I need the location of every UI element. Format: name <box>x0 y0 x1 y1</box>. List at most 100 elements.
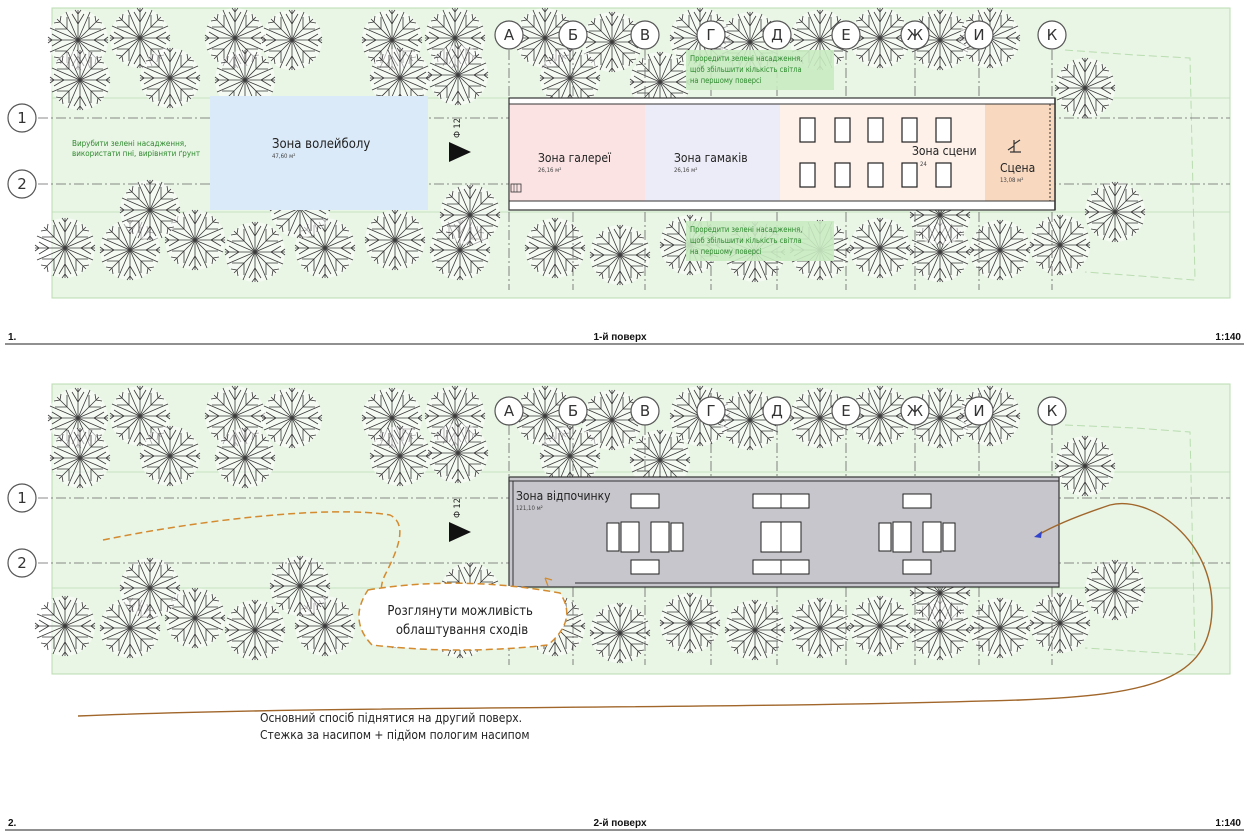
plan1-number: 1. <box>8 332 17 343</box>
seat <box>901 117 918 143</box>
tree-icon <box>589 602 651 664</box>
tree-icon <box>49 427 111 489</box>
tree-icon <box>49 49 111 111</box>
dimension-label: Ф 12 <box>453 498 463 518</box>
seat <box>834 117 851 143</box>
axis-label: Д <box>771 402 783 420</box>
entrance-arrow-icon <box>449 522 471 542</box>
seat <box>799 117 816 143</box>
callout-stairs: Розглянути можливість облаштування сході… <box>358 577 568 651</box>
axis-marker <box>831 20 861 50</box>
axis-label: В <box>640 26 650 44</box>
axis-marker <box>900 396 930 426</box>
plan2-number: 2. <box>8 818 17 829</box>
tree-icon <box>214 427 276 489</box>
tree-icon <box>34 595 96 657</box>
tree-icon <box>427 44 489 106</box>
furniture-piece <box>650 521 670 553</box>
note-clear-trees: Вирубити зелені насадження, використати … <box>72 138 200 158</box>
axis-marker <box>494 20 524 50</box>
axis-marker <box>558 20 588 50</box>
tree-icon <box>1029 592 1091 654</box>
furniture-piece <box>630 559 660 575</box>
tree-icon <box>269 555 331 617</box>
axis-label: Б <box>568 26 578 44</box>
tree-icon <box>1054 57 1116 119</box>
axis-label: Ж <box>907 26 923 44</box>
axis-marker <box>900 20 930 50</box>
zone-gallery-name: Зона галереї <box>538 151 612 165</box>
axis-marker <box>696 20 726 50</box>
axis-label: Ж <box>907 402 923 420</box>
furniture-piece <box>780 493 810 509</box>
zone-stage-area-area: 24 <box>920 161 927 168</box>
tree-icon <box>1054 435 1116 497</box>
zone-stage-area-name: Зона сцени <box>912 144 977 158</box>
zone-rest-area: 121,10 м² <box>516 505 543 512</box>
furniture-piece <box>942 522 956 552</box>
tree-icon <box>364 209 426 271</box>
note-thin-trees-top: Проредити зелені насадження, щоб збільши… <box>686 50 834 90</box>
seat <box>867 117 884 143</box>
furniture-piece <box>630 493 660 509</box>
axis-marker <box>831 396 861 426</box>
axis-label: И <box>973 26 984 44</box>
tree-icon <box>1084 181 1146 243</box>
furniture-piece <box>606 522 620 552</box>
tree-icon <box>139 47 201 109</box>
tree-icon <box>1029 214 1091 276</box>
axis-marker <box>7 169 37 199</box>
axis-marker <box>696 396 726 426</box>
axis-label: Д <box>771 26 783 44</box>
axis-label: К <box>1047 402 1058 420</box>
axis-label: Е <box>841 26 850 44</box>
furniture-piece <box>878 522 892 552</box>
stair-icon <box>510 183 522 193</box>
axis-marker <box>762 20 792 50</box>
tree-icon <box>224 599 286 661</box>
building-first-floor: Зона галереї 26,16 м² Зона гамаків 26,16… <box>508 97 1056 211</box>
axis-label: А <box>504 402 515 420</box>
tree-icon <box>119 557 181 619</box>
plan1-scale: 1:140 <box>1215 332 1241 343</box>
seat <box>935 117 952 143</box>
zone-hammocks <box>645 104 780 201</box>
path-main <box>77 502 1213 717</box>
dimension-label: Ф 12 <box>453 118 463 138</box>
axis-label: К <box>1047 26 1058 44</box>
tree-icon <box>119 179 181 241</box>
zone-gallery <box>510 104 645 201</box>
svg-text:Розглянути можливість: Розглянути можливість облаштування сході… <box>387 604 536 638</box>
furniture-groups <box>606 493 956 575</box>
zone-volleyball-area: 47,60 м² <box>272 153 295 160</box>
zone-hammocks-area: 26,16 м² <box>674 167 697 174</box>
axis-marker <box>7 103 37 133</box>
note-main-route: Основний спосіб піднятися на другий пове… <box>260 711 529 742</box>
furniture-piece <box>902 559 932 575</box>
axis-label: Г <box>706 26 715 44</box>
zone-volleyball-name: Зона волейболу <box>272 137 370 152</box>
furniture-piece <box>922 521 942 553</box>
tree-icon <box>224 221 286 283</box>
zone-stage-area-value: 13,08 м² <box>1000 177 1023 184</box>
axis-marker <box>7 483 37 513</box>
furniture-piece <box>670 522 684 552</box>
stage-seating <box>799 117 952 188</box>
axis-label: 2 <box>17 554 27 572</box>
axis-label: В <box>640 402 650 420</box>
tree-icon <box>589 224 651 286</box>
furniture-piece <box>780 521 802 553</box>
plan2-scale: 1:140 <box>1215 818 1241 829</box>
seat <box>834 162 851 188</box>
seat <box>867 162 884 188</box>
zone-hammocks-name: Зона гамаків <box>674 151 748 165</box>
seat <box>935 162 952 188</box>
tree-icon <box>524 217 586 279</box>
axis-label: 1 <box>17 109 27 127</box>
axis-label: И <box>973 402 984 420</box>
axis-label: 1 <box>17 489 27 507</box>
stage-figure-icon <box>1007 139 1021 153</box>
tree-icon <box>427 422 489 484</box>
